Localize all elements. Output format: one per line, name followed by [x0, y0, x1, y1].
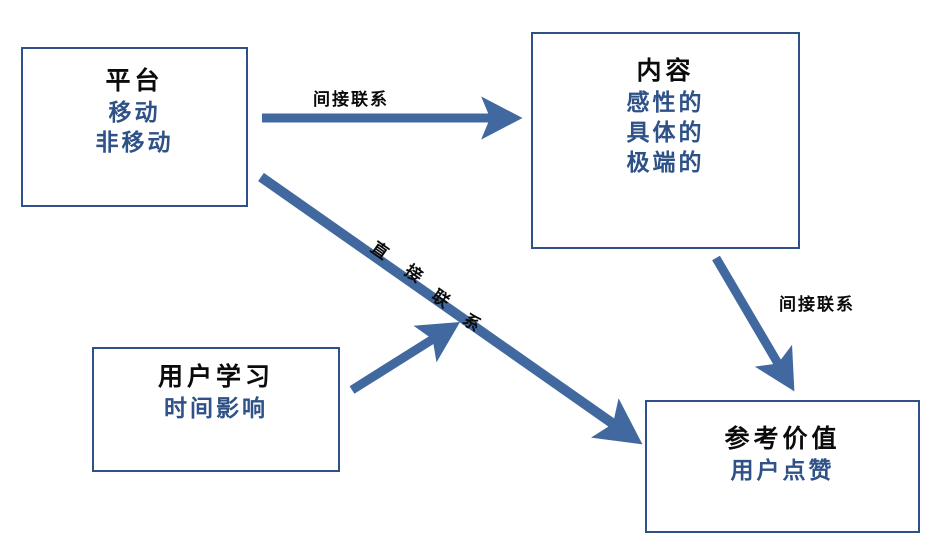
edge-label-content-to-reference: 间接联系	[779, 295, 855, 314]
node-reference-value-sub-0: 用户点赞	[730, 456, 835, 483]
edge-label-platform-to-reference-char-1: 接	[401, 261, 427, 287]
node-platform-title: 平台	[105, 67, 164, 95]
node-reference-value-title: 参考价值	[724, 425, 841, 453]
node-user-learning[interactable]: 用户学习 时间影响	[92, 347, 340, 472]
node-content-sub-1: 具体的	[626, 118, 705, 145]
arrow-learning-to-direct-edge	[349, 322, 461, 394]
node-platform[interactable]: 平台 移动 非移动	[21, 47, 248, 207]
edge-label-platform-to-reference-char-2: 联	[428, 286, 454, 312]
node-reference-value[interactable]: 参考价值 用户点赞	[645, 400, 920, 533]
node-platform-sub-0: 移动	[108, 98, 161, 125]
node-content-sub-0: 感性的	[626, 88, 705, 115]
node-platform-sub-1: 非移动	[95, 128, 174, 155]
node-user-learning-title: 用户学习	[157, 363, 274, 391]
arrow-content-to-reference	[712, 255, 795, 392]
node-user-learning-sub-0: 时间影响	[164, 394, 268, 421]
node-content-title: 内容	[636, 57, 695, 85]
edge-label-platform-to-content: 间接联系	[313, 90, 389, 109]
node-content[interactable]: 内容 感性的 具体的 极端的	[531, 32, 800, 249]
edge-label-platform-to-reference-char-0: 直	[367, 238, 393, 264]
node-content-sub-2: 极端的	[626, 149, 705, 176]
edge-label-platform-to-reference-char-3: 系	[459, 310, 485, 336]
